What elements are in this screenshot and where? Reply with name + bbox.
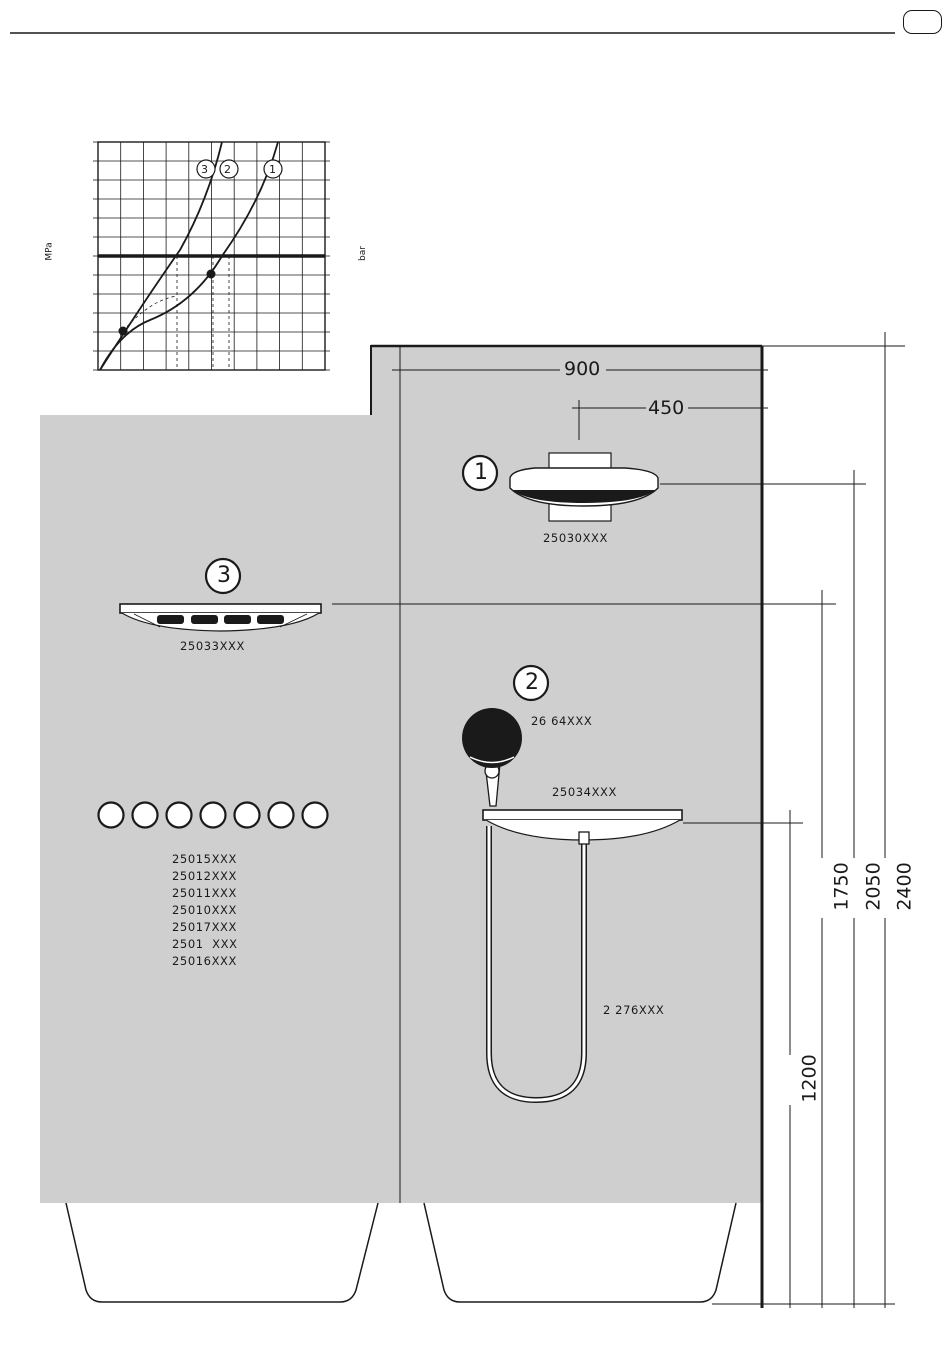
chart-curve-label-circle bbox=[197, 160, 215, 178]
jet-button bbox=[201, 803, 226, 828]
chart-point bbox=[207, 270, 216, 279]
chart-curve-label-circle bbox=[264, 160, 282, 178]
marker-2 bbox=[514, 666, 548, 700]
jet-button bbox=[99, 803, 124, 828]
jet-button bbox=[133, 803, 158, 828]
chart-curve-label-circle bbox=[220, 160, 238, 178]
marker-3 bbox=[206, 559, 240, 593]
jet-button bbox=[303, 803, 328, 828]
pressure-flow-chart bbox=[93, 142, 330, 370]
floor-basins bbox=[66, 1203, 736, 1302]
jet-button bbox=[235, 803, 260, 828]
jet-button bbox=[167, 803, 192, 828]
marker-1 bbox=[463, 456, 497, 490]
chart-point bbox=[119, 327, 128, 336]
jet-button bbox=[269, 803, 294, 828]
